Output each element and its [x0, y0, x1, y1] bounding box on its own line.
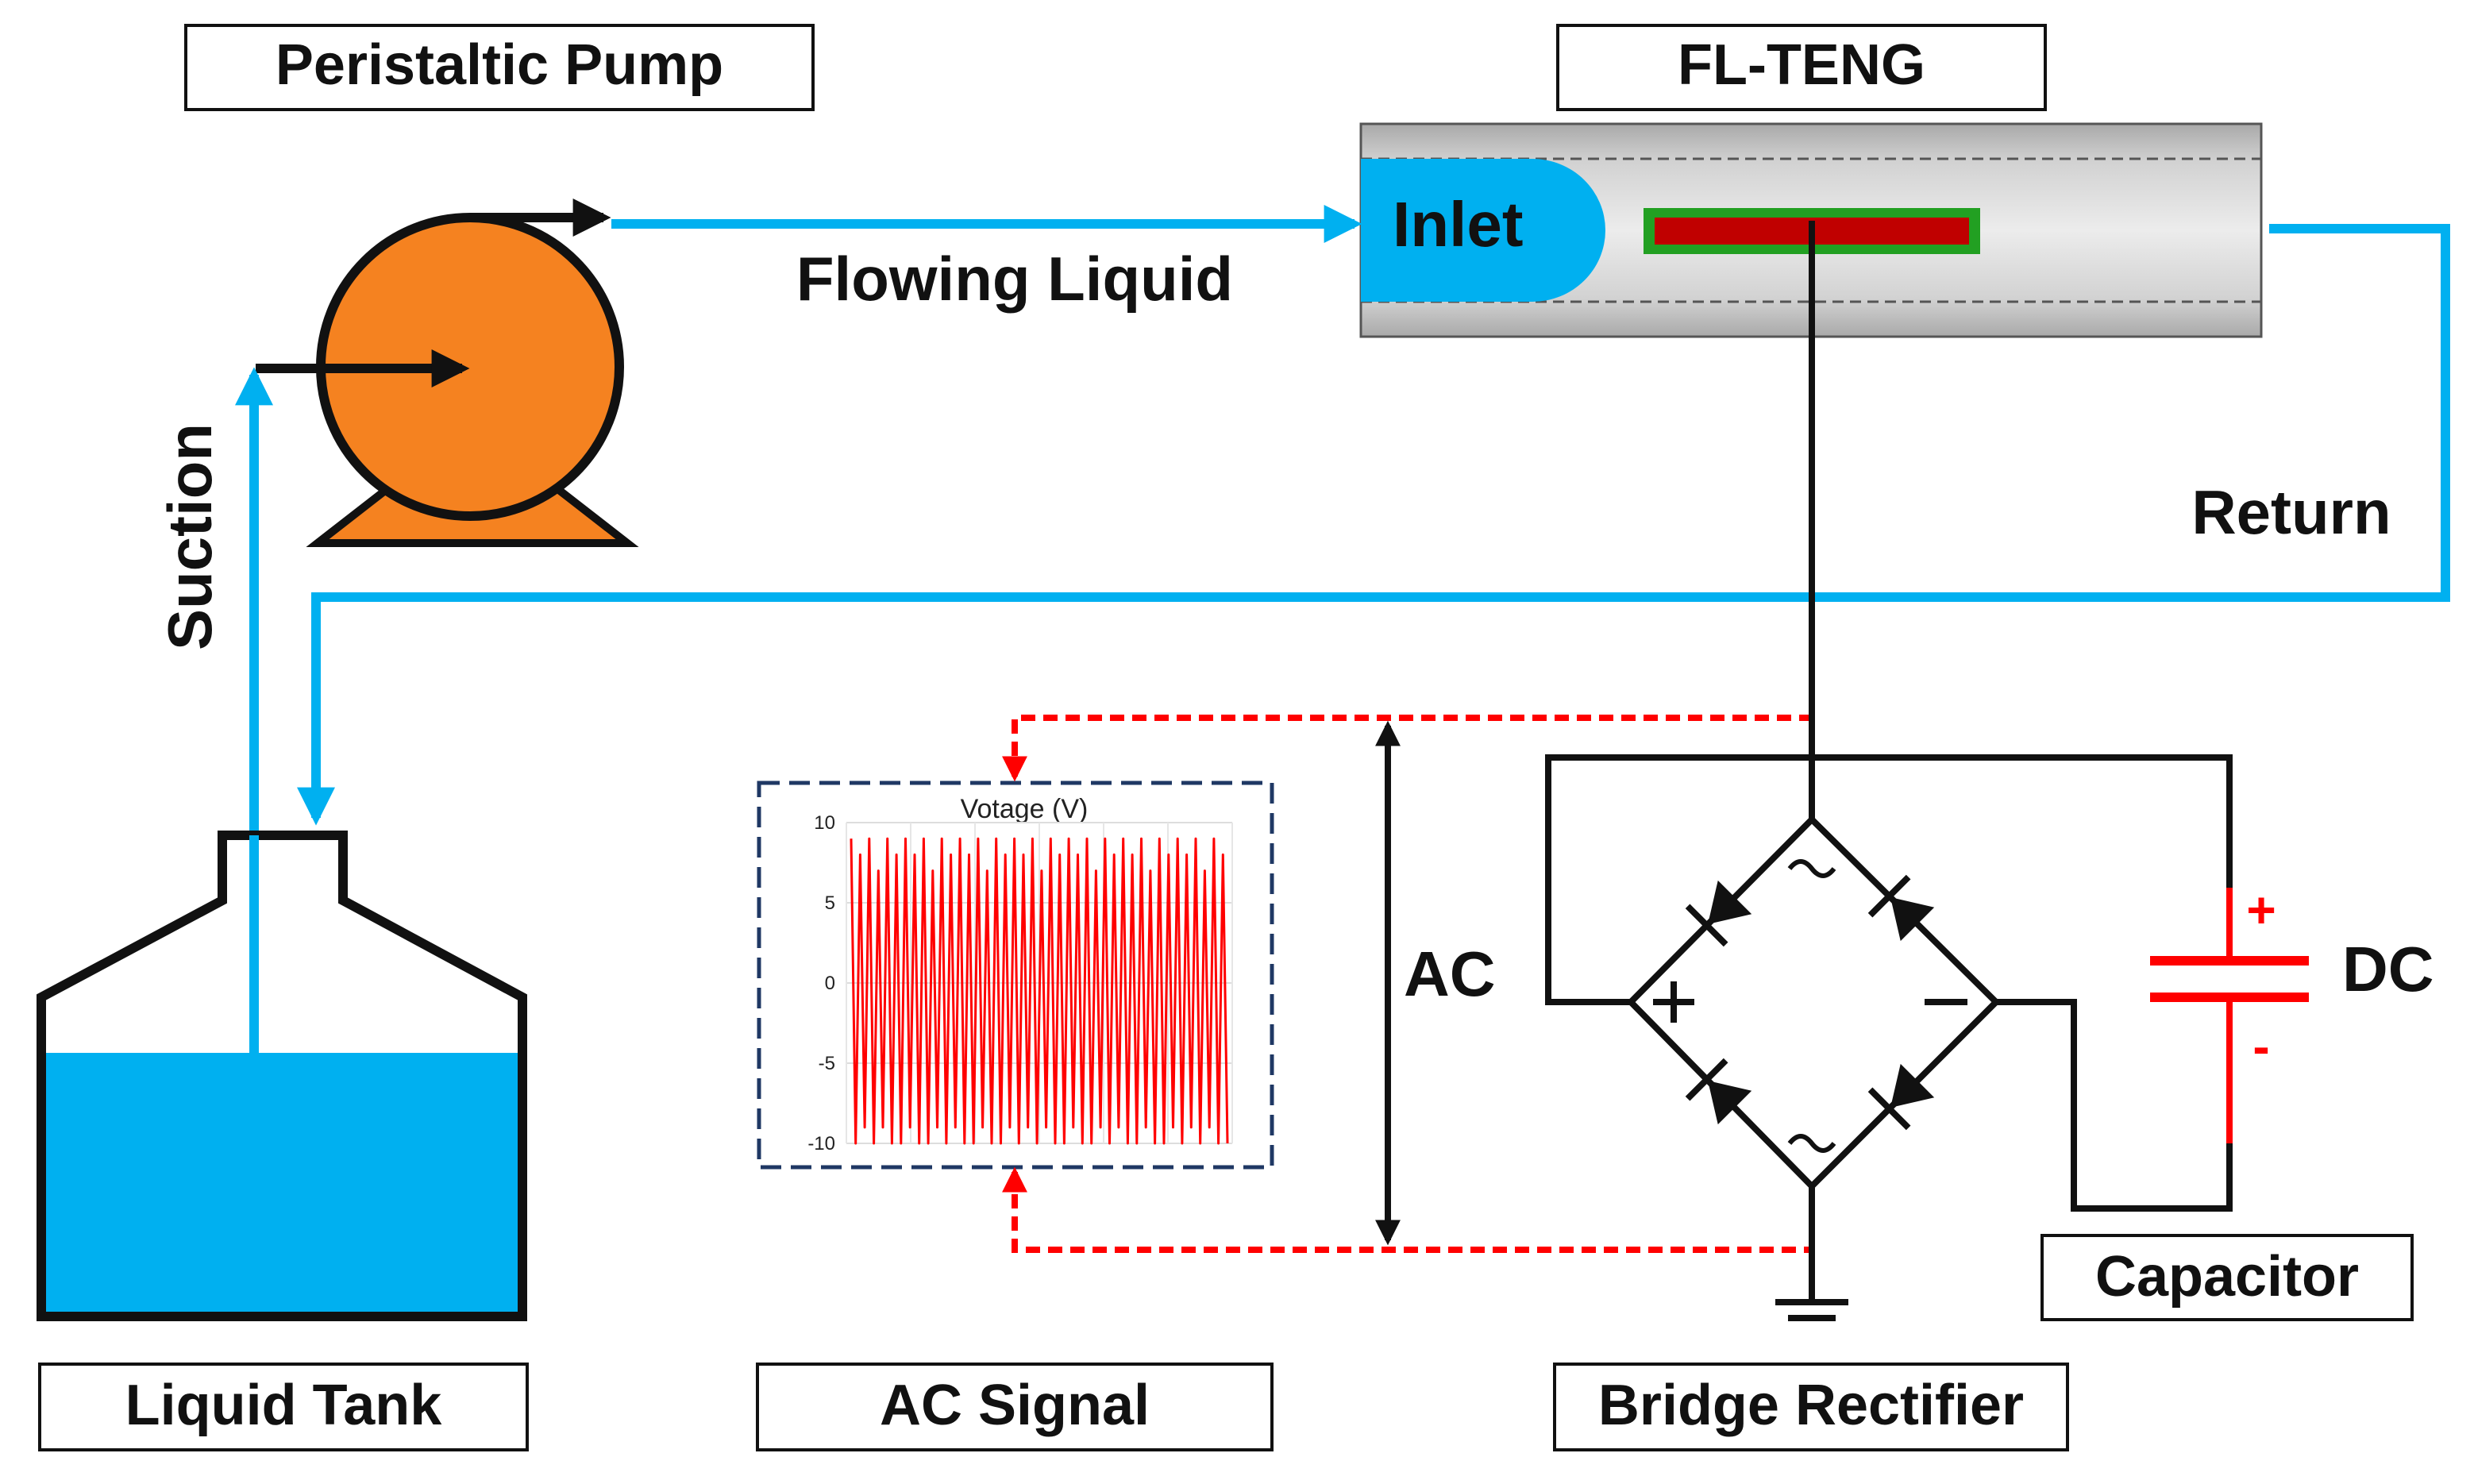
return-label: Return [2191, 477, 2391, 547]
capacitor-label-box: Capacitor [2040, 1234, 2414, 1321]
pump-label: Peristaltic Pump [276, 33, 723, 97]
peristaltic-pump [256, 199, 639, 547]
chart-y-ticks: 10 5 0 -5 -10 [807, 812, 835, 1154]
capacitor-minus-label: - [2252, 1018, 2269, 1075]
inlet-liquid [1361, 159, 1605, 302]
tank-label-box: Liquid Tank [38, 1363, 529, 1451]
ac-tilde-top [1787, 859, 1836, 878]
flowing-liquid-label: Flowing Liquid [796, 244, 1233, 314]
diode-bottom-right [1867, 1063, 1935, 1131]
pump-label-box: Peristaltic Pump [184, 24, 815, 111]
tank-label: Liquid Tank [125, 1374, 443, 1437]
chart-y-tick-label: -5 [819, 1053, 835, 1074]
suction-label: Suction [155, 423, 225, 650]
chart-title: Votage (V) [961, 794, 1089, 824]
bridge-rectifier [1626, 815, 2001, 1191]
bridge-plus-sign [1653, 981, 1694, 1023]
ac-tilde-bottom [1787, 1134, 1836, 1153]
capacitor [2150, 888, 2309, 1143]
dc-label: DC [2342, 934, 2434, 1004]
ac-signal-label: AC Signal [880, 1374, 1150, 1437]
ac-signal-label-box: AC Signal [756, 1363, 1274, 1451]
bridge-rectifier-label-box: Bridge Rectifier [1553, 1363, 2069, 1451]
bridge-rectifier-label: Bridge Rectifier [1598, 1374, 2024, 1437]
ac-label: AC [1404, 939, 1496, 1009]
ac-signal-bottom-wire [1002, 1166, 1813, 1253]
diode-bottom-left [1685, 1058, 1752, 1125]
teng-label: FL-TENG [1678, 33, 1925, 97]
circuit-wires [1545, 221, 2233, 1302]
capacitor-label: Capacitor [2095, 1245, 2359, 1309]
teng-label-box: FL-TENG [1556, 24, 2047, 111]
chart-y-tick-label: 0 [825, 973, 835, 994]
ac-signal-top-wire [1002, 715, 1813, 782]
chart-series [850, 837, 1229, 1145]
chart-y-tick-label: 5 [825, 892, 835, 914]
ground-symbol [1775, 1299, 1848, 1321]
liquid-tank [37, 831, 527, 1321]
chart-y-tick-label: 10 [814, 812, 835, 834]
diode-top-left [1685, 880, 1752, 947]
capacitor-plus-label: + [2246, 881, 2276, 939]
diode-top-right [1867, 874, 1935, 942]
chart-series-line [850, 837, 1229, 1145]
return-line [297, 224, 2450, 826]
chart-y-tick-label: -10 [807, 1133, 835, 1154]
inlet-label: Inlet [1393, 189, 1523, 260]
